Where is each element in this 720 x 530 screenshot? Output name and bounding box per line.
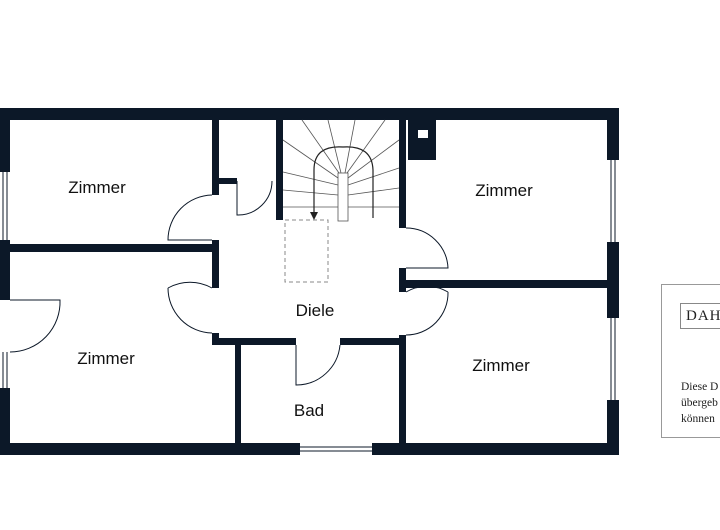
windows	[0, 160, 619, 455]
room-label-zimmer: Zimmer	[475, 181, 533, 200]
disclaimer-line: übergeb	[681, 397, 718, 409]
disclaimer-line: können	[681, 413, 715, 425]
disclaimer-line: Diese D	[681, 381, 719, 393]
inner-walls	[10, 120, 607, 443]
room-label-zimmer: Zimmer	[77, 349, 135, 368]
room-label-zimmer: Zimmer	[68, 178, 126, 197]
disclaimer-text: Diese D übergeb können	[681, 379, 718, 427]
doors	[9, 180, 449, 386]
info-card: DAH Diese D übergeb können	[661, 284, 720, 438]
room-label-zimmer: Zimmer	[472, 356, 530, 375]
brand-logo: DAH	[680, 303, 720, 329]
room-label-diele: Diele	[296, 301, 335, 320]
room-label-bad: Bad	[294, 401, 324, 420]
staircase	[282, 119, 400, 283]
